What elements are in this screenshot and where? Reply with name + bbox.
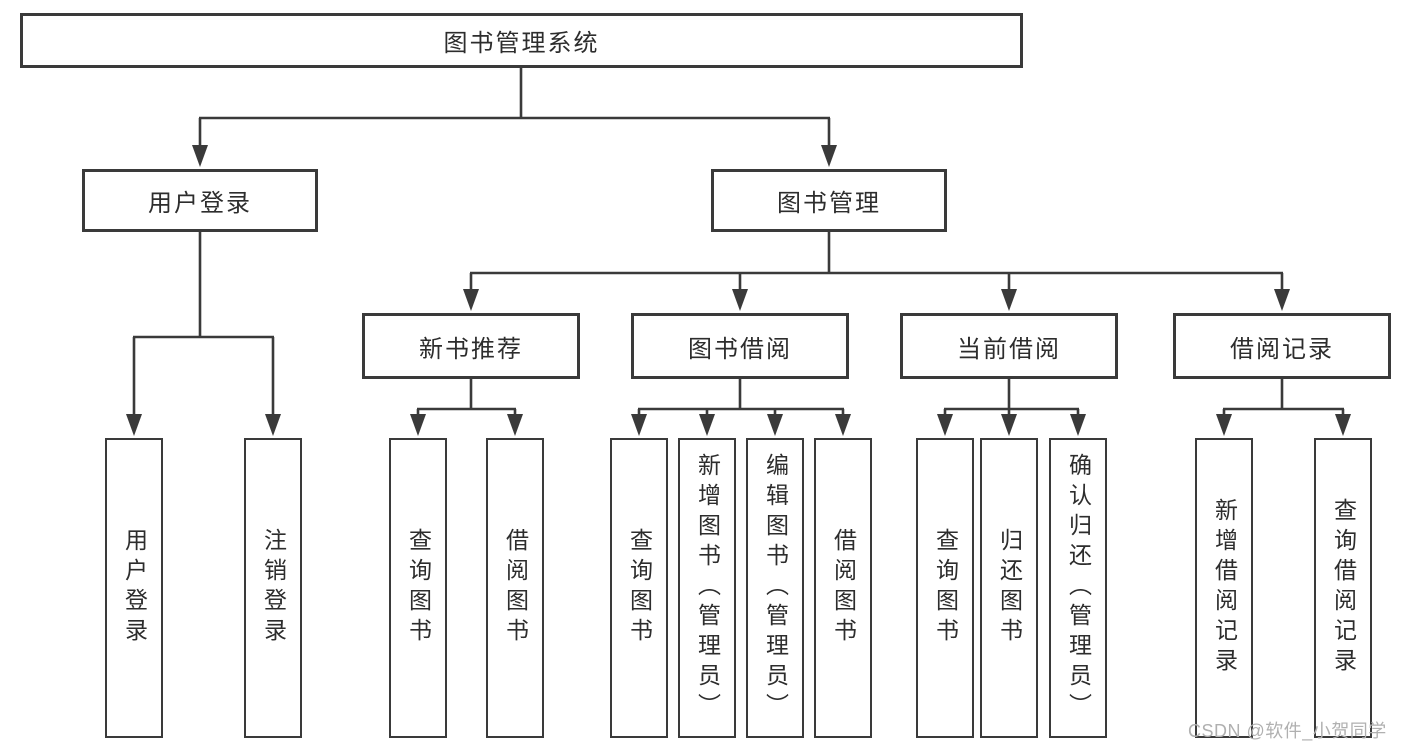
node-borrowing-records: 借阅记录 (1173, 313, 1391, 379)
leaf-borrow-books-borrowing: 借阅图书 (814, 438, 872, 738)
leaf-add-books-admin: 新增图书（管理员） (678, 438, 736, 738)
leaf-logout-login: 注销登录 (244, 438, 302, 738)
csdn-watermark: CSDN @软件_小贺同学 (1188, 721, 1387, 741)
leaf-user-login-label: 用户登录 (121, 528, 148, 648)
leaf-logout-login-label: 注销登录 (260, 528, 287, 648)
node-root: 图书管理系统 (20, 13, 1023, 68)
leaf-confirm-return-admin-label: 确认归还（管理员） (1065, 453, 1092, 723)
leaf-borrow-books-recommend: 借阅图书 (486, 438, 544, 738)
node-new-book-recommend-label: 新书推荐 (419, 335, 523, 363)
leaf-query-books-current: 查询图书 (916, 438, 974, 738)
leaf-query-books-recommend: 查询图书 (389, 438, 447, 738)
node-current-borrowing-label: 当前借阅 (957, 335, 1061, 363)
leaf-edit-books-admin: 编辑图书（管理员） (746, 438, 804, 738)
leaf-borrow-books-borrowing-label: 借阅图书 (830, 528, 857, 648)
node-book-borrowing-label: 图书借阅 (688, 335, 792, 363)
leaf-return-books: 归还图书 (980, 438, 1038, 738)
node-book-management-label: 图书管理 (777, 190, 881, 217)
leaf-return-books-label: 归还图书 (996, 528, 1023, 648)
leaf-add-borrow-record: 新增借阅记录 (1195, 438, 1253, 738)
node-new-book-recommend: 新书推荐 (362, 313, 580, 379)
leaf-borrow-books-recommend-label: 借阅图书 (502, 528, 529, 648)
node-book-management: 图书管理 (711, 169, 947, 232)
node-user-login: 用户登录 (82, 169, 318, 232)
leaf-query-books-borrowing: 查询图书 (610, 438, 668, 738)
leaf-query-books-borrowing-label: 查询图书 (626, 528, 653, 648)
node-root-label: 图书管理系统 (443, 30, 600, 57)
leaf-query-borrow-record-label: 查询借阅记录 (1330, 498, 1357, 678)
node-book-borrowing: 图书借阅 (631, 313, 849, 379)
leaf-confirm-return-admin: 确认归还（管理员） (1049, 438, 1107, 738)
leaf-edit-books-admin-label: 编辑图书（管理员） (762, 453, 789, 723)
leaf-query-books-recommend-label: 查询图书 (405, 528, 432, 648)
leaf-add-books-admin-label: 新增图书（管理员） (694, 453, 721, 723)
leaf-query-books-current-label: 查询图书 (932, 528, 959, 648)
node-borrowing-records-label: 借阅记录 (1230, 335, 1334, 363)
leaf-add-borrow-record-label: 新增借阅记录 (1211, 498, 1238, 678)
node-current-borrowing: 当前借阅 (900, 313, 1118, 379)
leaf-query-borrow-record: 查询借阅记录 (1314, 438, 1372, 738)
leaf-user-login: 用户登录 (105, 438, 163, 738)
node-user-login-label: 用户登录 (148, 190, 252, 217)
